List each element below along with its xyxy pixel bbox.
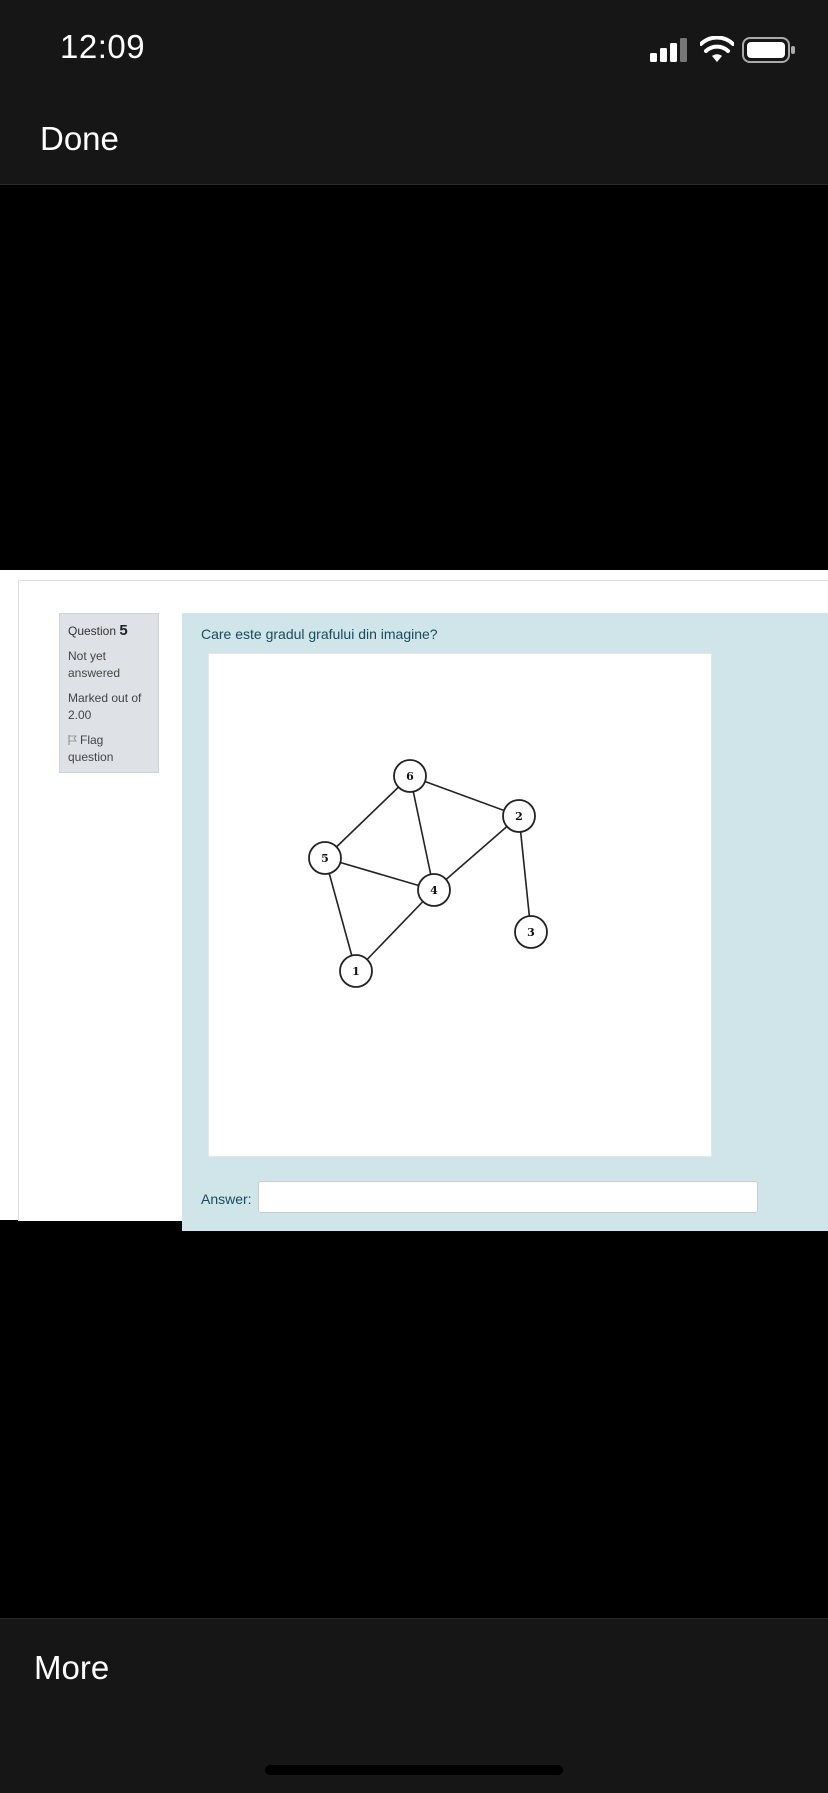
flag-icon xyxy=(68,735,77,745)
graph-edge-5-4 xyxy=(324,857,435,891)
graph-node-1 xyxy=(339,954,373,988)
done-button[interactable]: Done xyxy=(40,120,119,157)
graph-edge-5-1 xyxy=(324,857,357,972)
question-formulation: Care este gradul grafului din imagine? 1… xyxy=(182,613,828,1231)
signal-icon xyxy=(650,38,687,62)
graph-edge-6-2 xyxy=(409,775,520,817)
graph-edge-6-5 xyxy=(324,775,411,859)
graph-node-label-5: 5 xyxy=(321,852,329,865)
question-info: Question 5 Not yet answered Marked out o… xyxy=(59,613,159,773)
question-number-value: 5 xyxy=(119,622,128,639)
graph-edge-2-3 xyxy=(518,815,532,933)
question-text: Care este gradul grafului din imagine? xyxy=(201,626,438,642)
graph-image: 1 2 3 4 5 6 xyxy=(208,653,712,1157)
graph-diagram: 1 2 3 4 5 6 xyxy=(308,759,548,988)
question-grade: Marked out of 2.00 xyxy=(68,691,142,722)
question-number: Question 5 xyxy=(68,622,150,640)
graph-node-label-4: 4 xyxy=(430,884,438,897)
more-button[interactable]: More xyxy=(34,1649,110,1686)
status-bar: 12:09 xyxy=(0,0,828,100)
bottom-toolbar: More xyxy=(0,1618,828,1793)
graph-node-label-3: 3 xyxy=(527,926,535,939)
flag-question-link[interactable]: Flag question xyxy=(68,732,150,766)
graph-edge-4-1 xyxy=(355,889,435,972)
graph-edge-4-2 xyxy=(433,815,520,891)
graph-node-6 xyxy=(393,759,427,793)
status-time: 12:09 xyxy=(60,28,146,65)
graph-node-label-6: 6 xyxy=(406,770,414,783)
question-state: Not yet answered xyxy=(68,649,121,680)
graph-node-label-1: 1 xyxy=(352,965,360,978)
graph-node-4 xyxy=(417,873,451,907)
flag-question-label: Flag question xyxy=(68,733,114,764)
answer-input[interactable] xyxy=(258,1181,758,1213)
graph-edge-6-4 xyxy=(409,775,435,891)
home-indicator xyxy=(265,1765,563,1775)
graph-node-label-2: 2 xyxy=(515,810,523,823)
wifi-icon xyxy=(700,36,734,62)
answer-label: Answer: xyxy=(201,1191,252,1207)
question-number-prefix: Question xyxy=(68,624,117,638)
graph-node-3 xyxy=(514,915,548,949)
navigation-bar: Done xyxy=(0,100,828,185)
battery-icon xyxy=(742,37,795,63)
question-screenshot: Question 5 Not yet answered Marked out o… xyxy=(0,570,828,1231)
graph-node-2 xyxy=(502,799,536,833)
graph-node-5 xyxy=(308,841,342,875)
quiz-page: Question 5 Not yet answered Marked out o… xyxy=(18,580,828,1231)
